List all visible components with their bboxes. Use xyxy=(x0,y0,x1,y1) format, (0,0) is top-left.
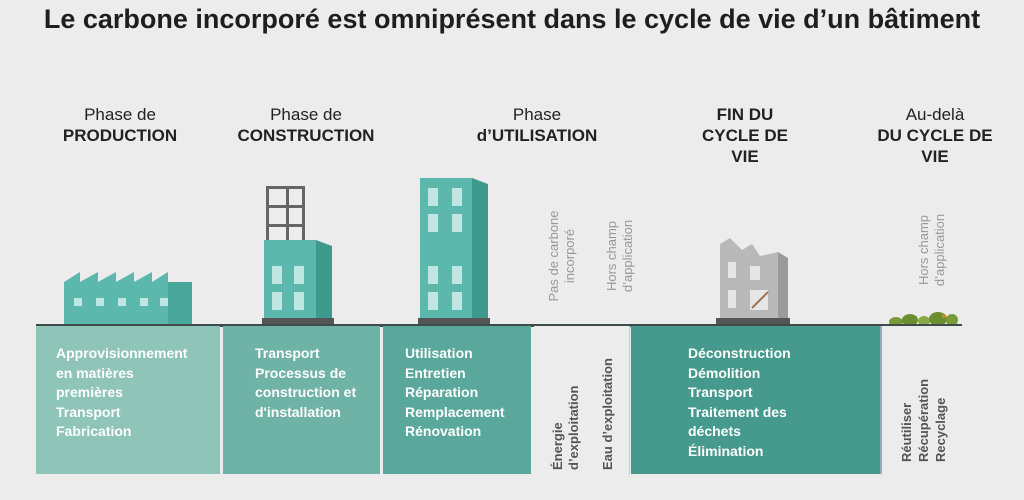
phase-construction-line2: CONSTRUCTION xyxy=(237,126,375,145)
phase-end-of-life-line2: CYCLE DE xyxy=(702,126,788,145)
out-of-scope-note: Hors champ d’application xyxy=(604,206,636,306)
water-note: Eau d’exploitation xyxy=(600,340,616,470)
construction-item: Processus de xyxy=(255,364,347,381)
out-of-scope-note-line2: d’application xyxy=(620,219,635,293)
phase-production-line1: Phase de xyxy=(84,105,156,124)
utilisation-item: Remplacement xyxy=(405,403,505,420)
construction-item: Transport xyxy=(255,345,320,361)
phase-end-of-life-line1: FIN DU xyxy=(716,105,774,124)
phase-utilisation-heading: Phase d’UTILISATION xyxy=(462,104,612,146)
end-of-life-item: Transport xyxy=(688,384,753,400)
phase-beyond-line1: Au-delà xyxy=(905,105,965,124)
no-carbon-note: Pas de carbone incorporé xyxy=(546,200,578,312)
diagram-title: Le carbone incorporé est omniprésent dan… xyxy=(43,4,981,34)
energy-note: Énergie d’exploitation xyxy=(550,350,582,471)
phase-construction-heading: Phase de CONSTRUCTION xyxy=(226,104,386,146)
grass-icon xyxy=(889,312,958,327)
phase-beyond-heading: Au-delà DU CYCLE DE VIE xyxy=(865,104,1005,167)
production-box: Approvisionnement en matières premières … xyxy=(36,326,220,474)
phase-construction-line1: Phase de xyxy=(270,105,342,124)
phase-production-heading: Phase de PRODUCTION xyxy=(50,104,190,146)
utilisation-item: Entretien xyxy=(405,364,466,381)
construction-box: Transport Processus de construction et d… xyxy=(223,326,380,474)
construction-building-icon xyxy=(262,186,334,325)
no-carbon-note-line2: incorporé xyxy=(562,228,577,284)
energy-note-line2: d’exploitation xyxy=(566,385,581,471)
end-of-life-box: Déconstruction Démolition Transport Trai… xyxy=(631,326,880,474)
beyond-note: Réutiliser Récupération Recyclage xyxy=(898,352,949,462)
production-item: Transport xyxy=(56,403,121,420)
operational-box xyxy=(534,326,630,474)
utilisation-item: Réparation xyxy=(405,384,479,400)
ground-line xyxy=(36,324,962,327)
production-item: Fabrication xyxy=(56,423,132,439)
ruined-building-icon xyxy=(716,238,790,325)
construction-item: construction et xyxy=(255,384,357,400)
end-of-life-item: Démolition xyxy=(688,364,761,381)
energy-note-line1: Énergie xyxy=(550,422,565,470)
utilisation-box: Utilisation Entretien Réparation Remplac… xyxy=(383,326,531,474)
utilisation-item: Utilisation xyxy=(405,345,473,361)
beyond-out-of-scope-note: Hors champ d’application xyxy=(916,200,948,300)
factory-icon xyxy=(64,272,192,325)
end-of-life-item: Élimination xyxy=(688,442,764,459)
end-of-life-item: déchets xyxy=(688,423,741,439)
beyond-out-of-scope-note-line2: d’application xyxy=(932,213,947,287)
production-item: en matières xyxy=(56,364,134,381)
phase-end-of-life-heading: FIN DU CYCLE DE VIE xyxy=(690,104,800,167)
end-of-life-item: Traitement des xyxy=(688,403,787,420)
utilisation-item: Rénovation xyxy=(405,423,482,439)
beyond-note-line1: Réutiliser xyxy=(899,402,914,462)
out-of-scope-note-line1: Hors champ xyxy=(604,220,619,292)
phase-end-of-life-line3: VIE xyxy=(731,147,759,166)
phase-beyond-line3: VIE xyxy=(921,147,949,166)
production-item: Approvisionnement xyxy=(56,345,188,361)
beyond-box xyxy=(880,326,964,474)
phase-utilisation-line1: Phase xyxy=(512,105,562,124)
tall-building-icon xyxy=(418,178,490,325)
no-carbon-note-line1: Pas de carbone xyxy=(546,210,561,302)
beyond-note-line2: Récupération xyxy=(916,378,931,462)
water-note-line1: Eau d’exploitation xyxy=(600,358,615,470)
beyond-out-of-scope-note-line1: Hors champ xyxy=(916,214,931,286)
phase-utilisation-line2: d’UTILISATION xyxy=(476,126,598,145)
end-of-life-item: Déconstruction xyxy=(688,345,791,361)
beyond-note-line3: Recyclage xyxy=(933,397,948,462)
phase-production-line2: PRODUCTION xyxy=(62,126,178,145)
production-item: premières xyxy=(56,384,123,400)
phase-beyond-line2: DU CYCLE DE xyxy=(877,126,993,145)
construction-item: d'installation xyxy=(255,403,341,420)
